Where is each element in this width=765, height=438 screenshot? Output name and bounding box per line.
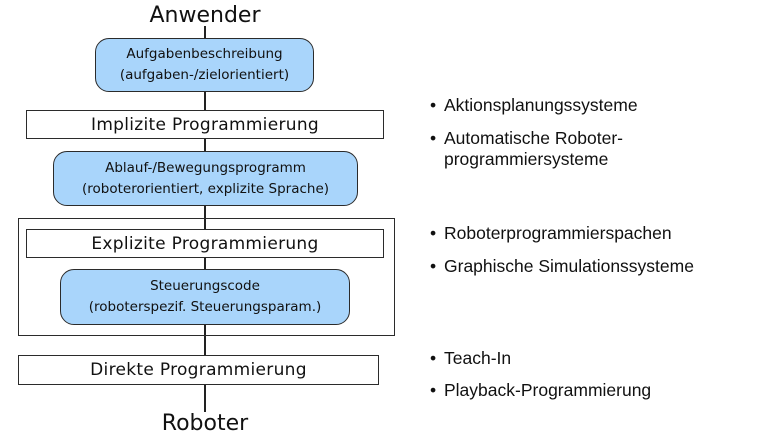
- bullet-text: Automatische Roboter-: [444, 128, 623, 148]
- bullet-marker: •: [430, 380, 437, 400]
- bullet-marker: •: [430, 223, 437, 243]
- connector-line-bottom: [204, 385, 206, 412]
- bullet-item: • Teach-In: [430, 348, 765, 369]
- user-label: Anwender: [149, 3, 261, 28]
- bullet-item: • Graphische Simulationssysteme: [430, 256, 765, 277]
- bullet-text: Graphische Simulationssysteme: [444, 256, 694, 276]
- implicit-programming-box: Implizite Programmierung: [26, 110, 384, 139]
- bullet-text: Playback-Programmierung: [444, 380, 652, 400]
- bullet-item: • Playback-Programmierung: [430, 380, 765, 401]
- connector-line-4: [204, 258, 206, 269]
- motion-program-subtitle: (roboterorientiert, explizite Sprache): [81, 180, 330, 197]
- control-code-box: Steuerungscode (roboterspezif. Steuerung…: [60, 269, 350, 325]
- motion-program-title: Ablauf-/Bewegungsprogramm: [105, 159, 306, 176]
- implicit-programming-label: Implizite Programmierung: [91, 114, 319, 135]
- direct-programming-label: Direkte Programmierung: [90, 360, 307, 380]
- bullet-marker: •: [430, 128, 437, 148]
- bullet-marker: •: [430, 256, 437, 276]
- motion-program-box: Ablauf-/Bewegungsprogramm (roboterorient…: [53, 151, 358, 206]
- robot-label: Roboter: [161, 411, 249, 436]
- connector-line-2: [204, 139, 206, 151]
- bullet-text: Aktionsplanungssysteme: [444, 95, 638, 115]
- connector-line-5: [204, 325, 206, 355]
- task-description-box: Aufgabenbeschreibung (aufgaben-/zielorie…: [95, 38, 314, 92]
- explicit-programming-box: Explizite Programmierung: [26, 229, 384, 258]
- explicit-programming-group-frame: [18, 218, 395, 336]
- explicit-programming-label: Explizite Programmierung: [91, 233, 319, 254]
- task-description-title: Aufgabenbeschreibung: [126, 46, 283, 62]
- direct-programming-box: Direkte Programmierung: [18, 355, 379, 385]
- bullet-text: Teach-In: [444, 348, 512, 368]
- bullet-item: • Roboterprogrammierspachen: [430, 223, 765, 244]
- bullet-item: • Automatische Roboter- programmiersystem…: [430, 128, 765, 170]
- bullet-marker: •: [430, 95, 437, 115]
- bullet-text-continuation: programmiersysteme: [444, 149, 609, 169]
- connector-line-top: [204, 26, 206, 38]
- control-code-subtitle: (roboterspezif. Steuerungsparam.): [88, 299, 322, 315]
- connector-line-1: [204, 92, 206, 110]
- bullet-item: • Aktionsplanungssysteme: [430, 95, 765, 116]
- bullet-marker: •: [430, 348, 437, 368]
- connector-line-3: [204, 206, 206, 229]
- bullet-text: Roboterprogrammierspachen: [444, 223, 672, 243]
- control-code-title: Steuerungscode: [150, 278, 260, 294]
- task-description-subtitle: (aufgaben-/zielorientiert): [119, 67, 290, 83]
